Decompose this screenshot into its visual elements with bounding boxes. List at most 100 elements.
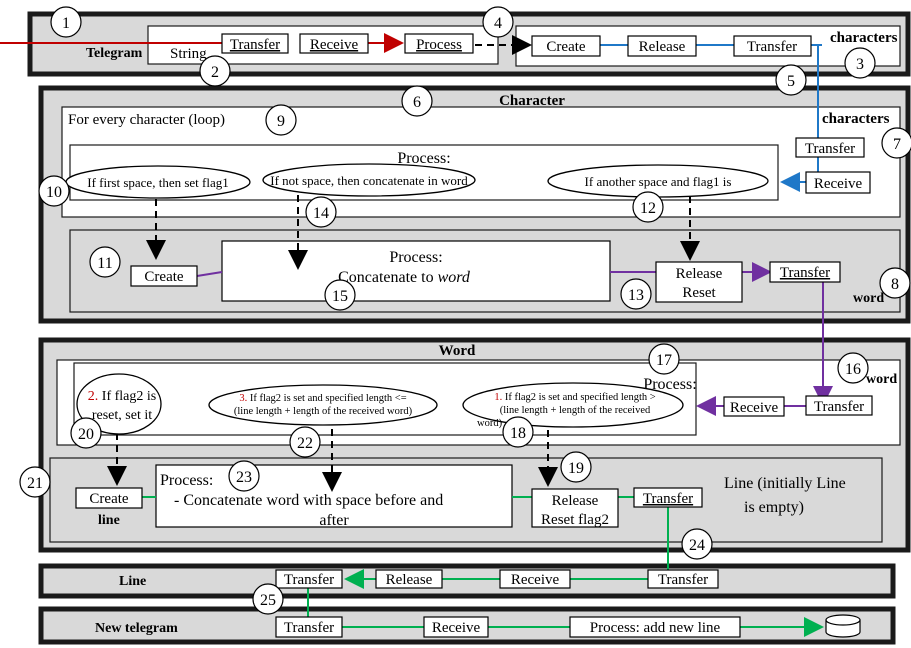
svg-text:3: 3	[856, 56, 864, 73]
label-new-telegram: New telegram	[95, 621, 178, 636]
svg-text:reset, set it: reset, set it	[92, 408, 152, 423]
box-receive-1: Receive	[299, 33, 369, 54]
step-marker-3: 3	[844, 47, 876, 79]
step-marker-25: 25	[252, 583, 284, 615]
concat-process-title: Process:	[389, 249, 442, 266]
label-telegram: Telegram	[86, 46, 143, 61]
svg-text:Transfer: Transfer	[747, 39, 797, 55]
line-band	[38, 563, 896, 599]
svg-text:Transfer: Transfer	[230, 37, 280, 53]
label-loop: For every character (loop)	[68, 112, 225, 128]
word-process-title: Process:	[643, 376, 696, 393]
box-create-2: Create	[130, 265, 198, 287]
step-marker-9: 9	[265, 104, 297, 136]
step-marker-17: 17	[648, 343, 680, 375]
svg-text:Transfer: Transfer	[658, 572, 708, 588]
box-transfer-9: Transfer	[275, 616, 343, 638]
label-line-initial-1: Line (initially Line	[724, 475, 846, 492]
step-marker-24: 24	[681, 528, 713, 560]
box-transfer-7: Transfer	[275, 569, 343, 589]
condition-22: 3. If flag2 is set and specified length …	[208, 384, 438, 426]
box-receive-5: Receive	[423, 616, 489, 638]
svg-text:4: 4	[494, 15, 502, 32]
svg-text:11: 11	[97, 255, 112, 272]
box-create-1: Create	[531, 35, 601, 57]
svg-text:23: 23	[236, 469, 252, 486]
svg-text:Release: Release	[639, 39, 686, 55]
label-character: Character	[499, 93, 565, 109]
svg-text:8: 8	[891, 276, 899, 293]
svg-text:22: 22	[297, 435, 313, 452]
label-characters-mid: characters	[822, 111, 890, 127]
svg-text:Receive: Receive	[730, 400, 779, 416]
svg-text:1: 1	[62, 15, 70, 32]
svg-text:1. If flag2 is set and specifi: 1. If flag2 is set and specified length …	[494, 392, 655, 403]
svg-text:25: 25	[260, 592, 276, 609]
step-marker-16: 16	[837, 352, 869, 384]
svg-text:21: 21	[27, 475, 43, 492]
concat-line-title: Process:	[160, 472, 213, 489]
svg-text:Receive: Receive	[511, 572, 560, 588]
label-word-1: word	[853, 291, 884, 306]
database-icon	[825, 614, 861, 638]
svg-text:7: 7	[893, 136, 901, 153]
condition-12: If another space and flag1 is	[547, 164, 769, 198]
step-marker-1: 1	[50, 6, 82, 38]
svg-text:18: 18	[510, 425, 526, 442]
svg-text:13: 13	[628, 287, 644, 304]
svg-text:If first space, then set flag: If first space, then set flag1	[87, 175, 229, 190]
svg-text:15: 15	[332, 288, 348, 305]
svg-text:Create: Create	[89, 491, 128, 507]
svg-text:Transfer: Transfer	[643, 491, 693, 507]
step-marker-10: 10	[38, 175, 70, 207]
svg-text:(line length + length of the r: (line length + length of the received	[500, 405, 651, 416]
svg-text:If another space and flag1 is: If another space and flag1 is	[585, 174, 732, 189]
step-marker-23: 23	[228, 460, 260, 492]
svg-text:(line length + length of the r: (line length + length of the received wo…	[234, 406, 413, 417]
box-transfer-2: Transfer	[733, 35, 812, 57]
svg-text:Transfer: Transfer	[284, 620, 334, 636]
svg-text:Release: Release	[386, 572, 433, 588]
svg-text:3. If flag2 is set and specifi: 3. If flag2 is set and specified length …	[239, 393, 406, 404]
svg-text:Create: Create	[144, 269, 183, 285]
condition-10: If first space, then set flag1	[65, 165, 251, 199]
box-transfer-3: Transfer	[795, 137, 865, 158]
svg-text:Transfer: Transfer	[284, 572, 334, 588]
condition-14: If not space, then concatenate in word	[262, 163, 476, 197]
box-receive-3: Receive	[723, 396, 785, 417]
svg-text:Release: Release	[676, 266, 723, 282]
svg-text:10: 10	[46, 184, 62, 201]
step-marker-19: 19	[560, 451, 592, 483]
step-marker-18: 18	[502, 416, 534, 448]
svg-text:Receive: Receive	[310, 37, 359, 53]
label-line-green: line	[98, 513, 120, 528]
svg-text:Create: Create	[546, 39, 585, 55]
step-marker-14: 14	[305, 196, 337, 228]
step-marker-21: 21	[19, 466, 51, 498]
condition-18: 1. If flag2 is set and specified length …	[462, 382, 684, 429]
svg-text:5: 5	[787, 73, 795, 90]
box-release-reset: Release Reset	[655, 261, 743, 303]
step-marker-4: 4	[482, 6, 514, 38]
step-marker-6: 6	[401, 85, 433, 117]
box-release-reset-flag2: Release Reset flag2	[531, 488, 619, 528]
svg-text:Transfer: Transfer	[780, 265, 830, 281]
label-characters-top: characters	[830, 30, 898, 46]
box-process-add-line: Process: add new line	[569, 616, 741, 638]
svg-text:Receive: Receive	[432, 620, 481, 636]
svg-text:14: 14	[313, 205, 329, 222]
label-string: String	[170, 46, 207, 62]
svg-text:If not space, then concatenate: If not space, then concatenate in word	[270, 173, 468, 188]
svg-text:Reset flag2: Reset flag2	[541, 512, 609, 528]
box-receive-4: Receive	[499, 569, 571, 589]
svg-text:Receive: Receive	[814, 176, 863, 192]
svg-text:12: 12	[640, 200, 656, 217]
step-marker-2: 2	[199, 55, 231, 87]
svg-text:6: 6	[413, 94, 421, 111]
svg-text:Transfer: Transfer	[805, 141, 855, 157]
step-marker-13: 13	[620, 278, 652, 310]
step-marker-15: 15	[324, 279, 356, 311]
svg-text:9: 9	[277, 113, 285, 130]
label-word-section: Word	[439, 343, 476, 359]
